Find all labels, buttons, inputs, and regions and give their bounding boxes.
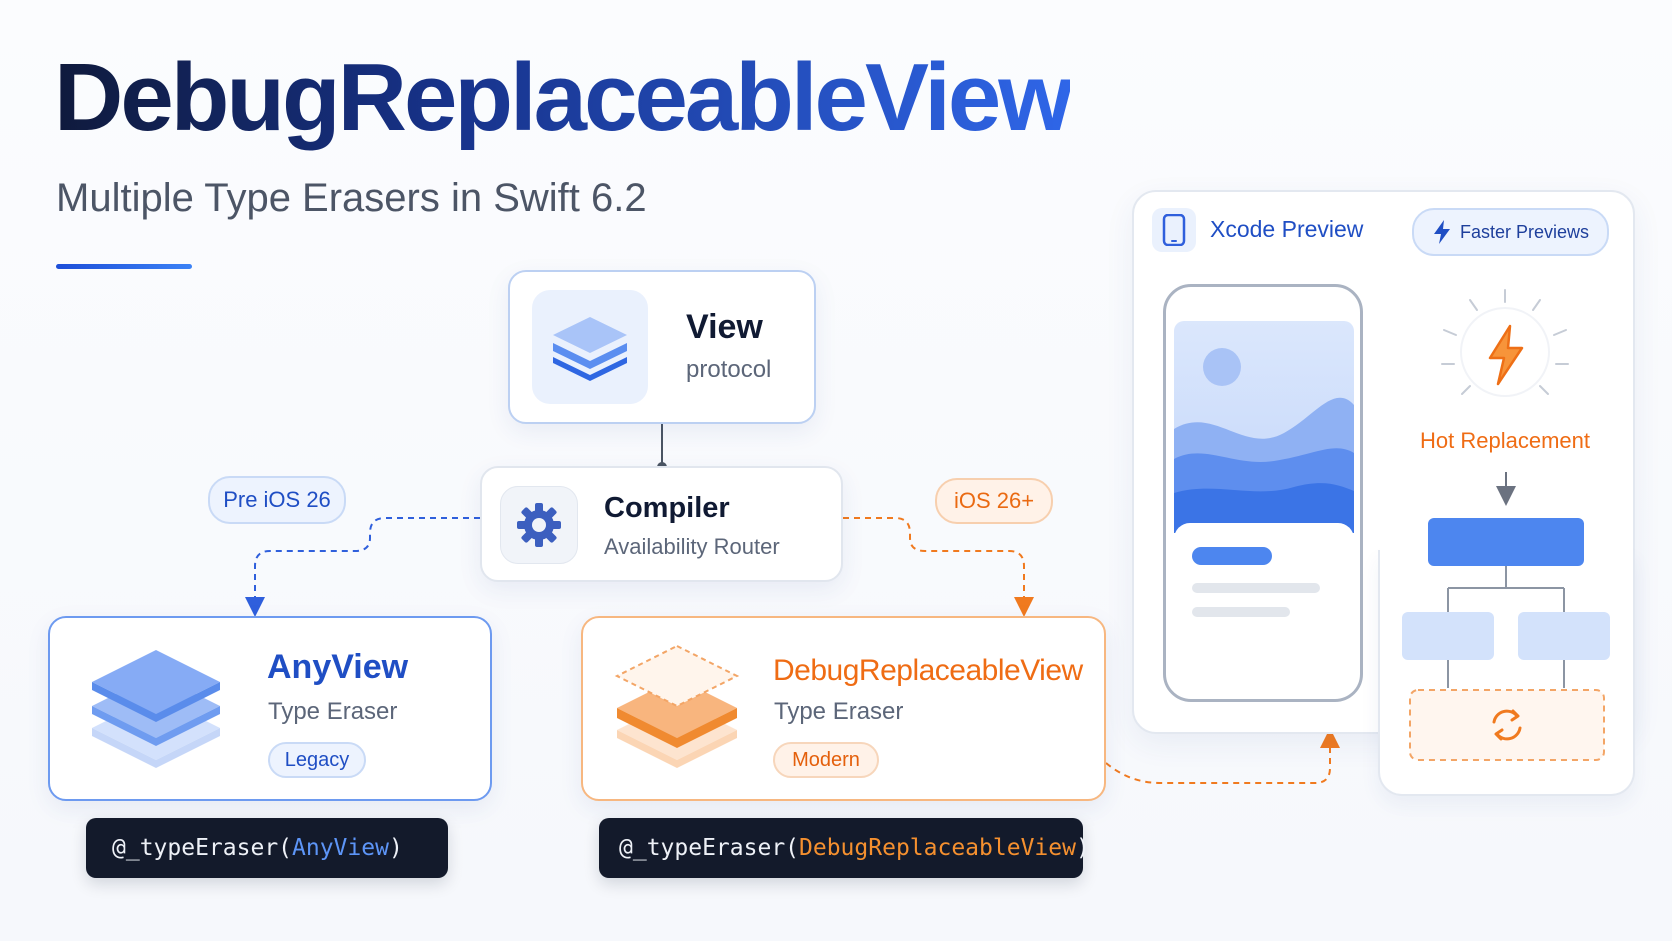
view-icon-tile <box>532 290 648 404</box>
anyview-title: AnyView <box>267 648 409 686</box>
faster-previews-label: Faster Previews <box>1459 221 1590 242</box>
code-left-prefix: @_typeEraser( <box>112 835 293 861</box>
ios26-pill: iOS 26+ <box>935 478 1053 524</box>
legacy-badge: Legacy <box>268 742 366 778</box>
hot-replacement-label: Hot Replacement <box>1420 428 1590 453</box>
replacement-tree <box>1402 472 1610 761</box>
title-underline <box>56 264 192 269</box>
tree-left-node <box>1402 612 1494 660</box>
debug-code-block: @_typeEraser(DebugReplaceableView) <box>599 818 1090 878</box>
compiler-to-debug-path <box>843 517 1034 617</box>
bolt-icon <box>1433 220 1450 244</box>
debug-card-title: DebugReplaceableView <box>773 654 1083 687</box>
phone-text-line-1 <box>1192 583 1320 593</box>
code-right-type: DebugReplaceableView <box>799 835 1076 861</box>
xcode-preview-title: Xcode Preview <box>1210 216 1364 242</box>
phone-icon-tile <box>1152 208 1196 252</box>
compiler-to-anyview-path <box>245 517 480 617</box>
layers-icon <box>553 317 627 381</box>
pre-ios26-pill: Pre iOS 26 <box>208 476 346 524</box>
debug-replaceable-card: DebugReplaceableView Type Eraser Modern <box>581 616 1106 801</box>
compiler-title: Compiler <box>604 492 730 524</box>
code-right-prefix: @_typeEraser( <box>619 835 800 861</box>
anyview-card: AnyView Type Eraser Legacy <box>48 616 492 801</box>
compiler-card: Compiler Availability Router <box>480 466 843 582</box>
hot-bolt-icon <box>1488 324 1524 386</box>
code-right-suffix: ) <box>1075 835 1090 861</box>
code-left-type: AnyView <box>292 835 389 861</box>
debug-to-preview-path <box>1105 728 1340 784</box>
modern-badge: Modern <box>773 742 879 778</box>
phone-icon <box>1162 214 1186 246</box>
anyview-layers-icon <box>92 650 220 768</box>
faster-previews-pill: Faster Previews <box>1412 208 1609 256</box>
image-icon <box>1174 321 1354 533</box>
anyview-subtitle: Type Eraser <box>268 698 398 725</box>
view-subtitle: protocol <box>686 356 772 383</box>
phone-accent-bar <box>1192 547 1272 565</box>
debug-card-subtitle: Type Eraser <box>774 698 904 725</box>
view-protocol-card: View protocol <box>508 270 816 424</box>
view-title: View <box>686 308 763 346</box>
compiler-icon-tile <box>500 486 578 564</box>
refresh-icon <box>1492 709 1522 741</box>
gear-icon <box>517 503 561 547</box>
tree-right-node <box>1518 612 1610 660</box>
phone-text-line-2 <box>1192 607 1290 617</box>
main-title: DebugReplaceableView <box>54 44 1073 151</box>
compiler-subtitle: Availability Router <box>604 534 780 559</box>
phone-mock <box>1163 284 1363 702</box>
hot-replacement-sun <box>1441 289 1569 397</box>
anyview-code-block: @_typeEraser(AnyView) <box>86 818 448 878</box>
tree-root-node <box>1428 518 1584 566</box>
subtitle: Multiple Type Erasers in Swift 6.2 <box>56 176 647 220</box>
code-left-suffix: ) <box>388 835 403 861</box>
tree-replace-node <box>1409 689 1605 761</box>
debug-layers-icon <box>614 644 740 768</box>
